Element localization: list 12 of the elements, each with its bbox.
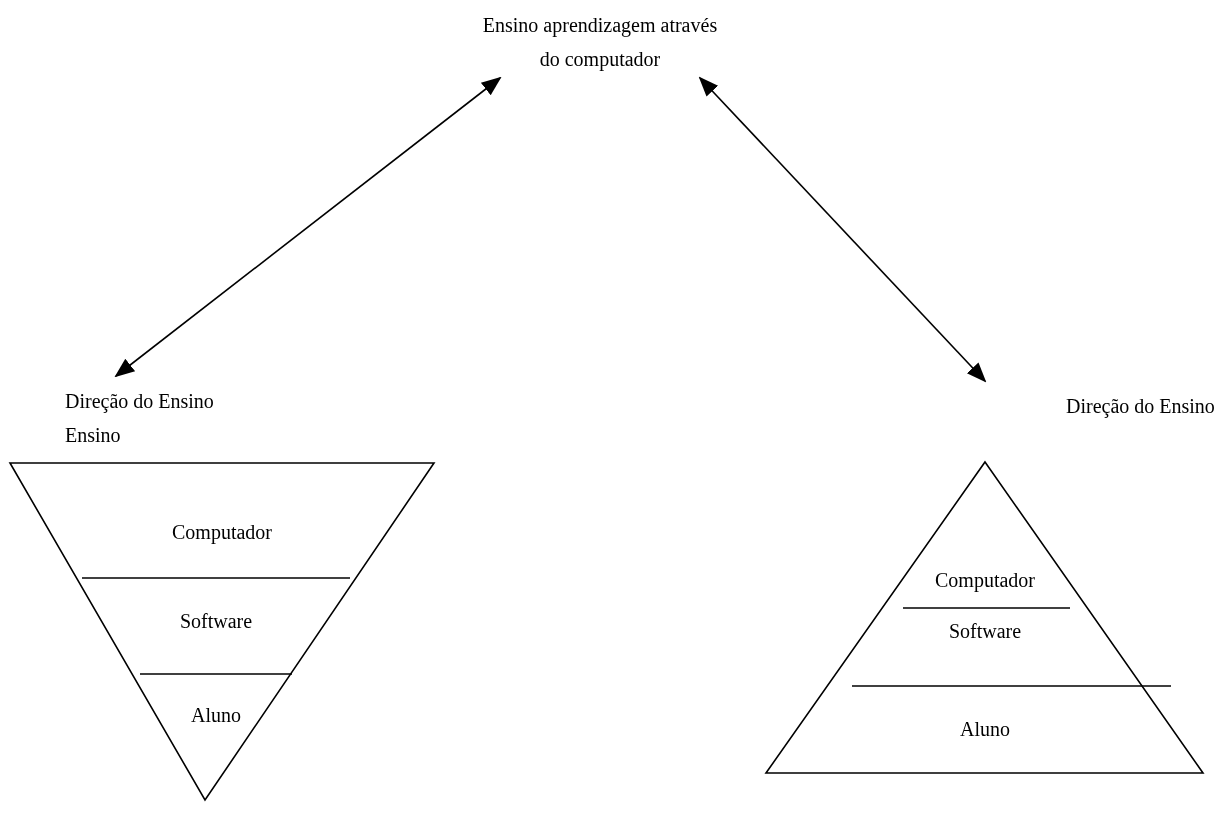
band-label: Aluno bbox=[959, 717, 1011, 742]
heading: Direção do Ensino bbox=[1066, 394, 1215, 419]
band-label: Software bbox=[178, 609, 254, 634]
arrow bbox=[114, 76, 502, 378]
band-label: Computador bbox=[934, 568, 1036, 593]
band-label: Software bbox=[947, 619, 1023, 644]
band-label: Computador bbox=[171, 520, 273, 545]
arrow bbox=[698, 76, 987, 383]
title-text: Ensino aprendizagem através do computador bbox=[481, 13, 719, 73]
band-label: Aluno bbox=[190, 703, 242, 728]
heading: Ensino bbox=[65, 423, 121, 448]
heading: Direção do Ensino bbox=[65, 389, 214, 414]
